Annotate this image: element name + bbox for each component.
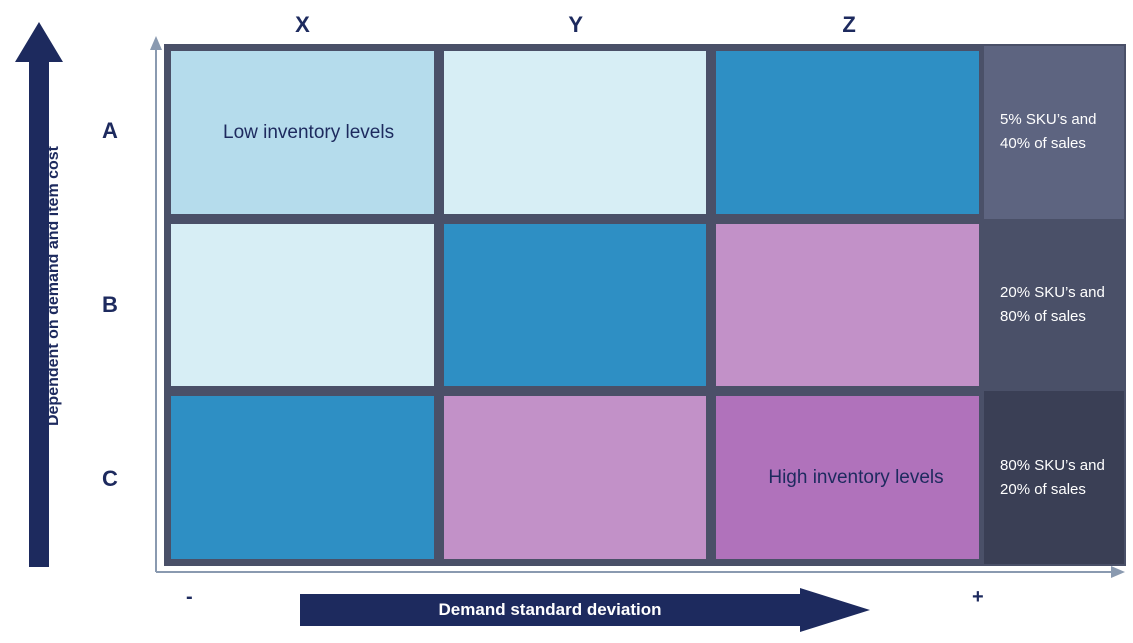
y-axis-arrow: Dependent on demand and item cost	[14, 22, 64, 567]
cell-by[interactable]	[441, 221, 709, 389]
row-summary-b-text: 20% SKU’s and 80% of sales	[1000, 284, 1105, 325]
cell-ax[interactable]: Low inventory levels	[169, 49, 436, 216]
column-header-y: Y	[568, 12, 584, 37]
matrix-row-c: High inventory levels 80% SKU’s and 20% …	[166, 391, 1125, 565]
row-label-c: C	[102, 466, 118, 491]
x-axis-min-mark: -	[186, 586, 193, 608]
cell-cy[interactable]	[441, 394, 709, 562]
x-axis-max-mark: +	[972, 586, 984, 608]
matrix-row-b: 20% SKU’s and 80% of sales	[166, 218, 1125, 392]
cell-bx[interactable]	[169, 221, 436, 389]
cell-cz[interactable]: High inventory levels	[714, 394, 982, 562]
x-axis-arrow: Demand standard deviation	[300, 588, 870, 632]
row-label-a: A	[102, 118, 118, 143]
cell-cx[interactable]	[169, 394, 436, 562]
cell-ax-label: Low inventory levels	[223, 121, 395, 143]
cell-bz[interactable]	[714, 221, 982, 389]
row-label-column: A B C	[86, 44, 134, 566]
row-label-b: B	[102, 292, 118, 317]
cell-ay[interactable]	[441, 49, 709, 216]
cell-az[interactable]	[714, 49, 982, 216]
abc-xyz-matrix: Low inventory levels 5% SKU’s and 40% of…	[164, 44, 1126, 566]
cell-cz-label: High inventory levels	[768, 466, 944, 488]
row-summary-c: 80% SKU’s and 20% of sales	[984, 391, 1125, 565]
column-header-row: X Y Z	[166, 8, 986, 42]
row-summary-a-text: 5% SKU’s and 40% of sales	[1000, 111, 1097, 153]
y-axis-label: Dependent on demand and item cost	[45, 145, 62, 427]
row-summary-c-text: 80% SKU’s and 20% of sales	[1000, 456, 1105, 498]
x-axis-label: Demand standard deviation	[438, 600, 662, 619]
column-header-z: Z	[842, 12, 857, 37]
column-header-x: X	[295, 12, 311, 37]
matrix-row-a: Low inventory levels 5% SKU’s and 40% of…	[166, 46, 1125, 219]
row-summary-a: 5% SKU’s and 40% of sales	[984, 46, 1125, 219]
row-summary-b: 20% SKU’s and 80% of sales	[984, 218, 1125, 392]
